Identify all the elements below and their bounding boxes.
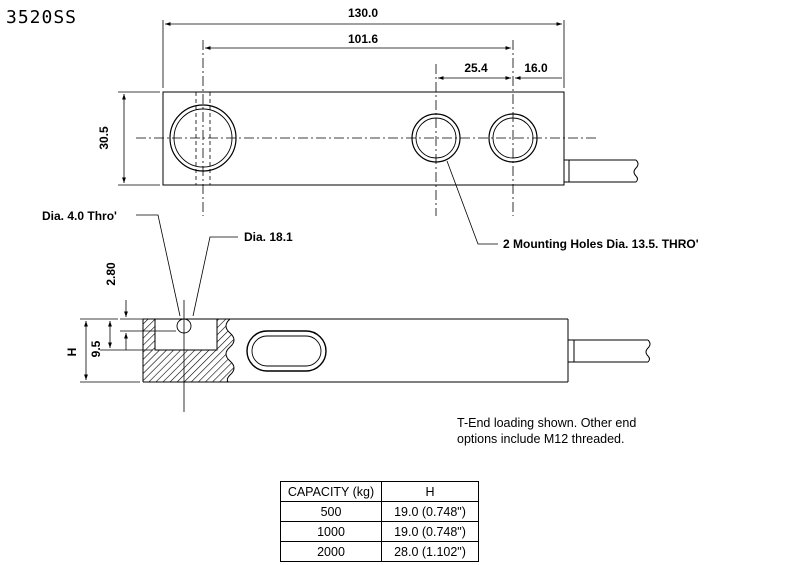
header-capacity: CAPACITY (kg) bbox=[280, 481, 382, 502]
table-row: 2000 28.0 (1.102") bbox=[280, 541, 479, 562]
h-cell: 28.0 (1.102") bbox=[381, 541, 479, 562]
mounting-holes-label: 2 Mounting Holes Dia. 13.5. THRO' bbox=[503, 237, 699, 251]
bore-label: Dia. 18.1 bbox=[244, 230, 293, 244]
capacity-cell: 1000 bbox=[280, 521, 382, 542]
dim-height: 30.5 bbox=[97, 126, 111, 150]
table-row: 500 19.0 (0.748") bbox=[280, 501, 479, 522]
header-h: H bbox=[381, 481, 479, 502]
drawing-title: 3520SS bbox=[6, 7, 77, 28]
capacity-cell: 2000 bbox=[280, 541, 382, 562]
dim-hole-pitch: 25.4 bbox=[464, 61, 488, 75]
dim-end-offset: 16.0 bbox=[524, 61, 548, 75]
dim-depth-section: 9.5 bbox=[89, 340, 103, 357]
h-cell: 19.0 (0.748") bbox=[381, 521, 479, 542]
table-header-row: CAPACITY (kg) H bbox=[280, 481, 479, 502]
side-view bbox=[80, 214, 651, 412]
dim-hole-span: 101.6 bbox=[348, 32, 378, 46]
dim-overall-length: 130.0 bbox=[348, 6, 378, 20]
thro-hole-label: Dia. 4.0 Thro' bbox=[42, 209, 117, 223]
capacity-table: CAPACITY (kg) H 500 19.0 (0.748") 1000 1… bbox=[280, 481, 479, 562]
dim-depth: 2.80 bbox=[104, 262, 118, 286]
mounting-holes-leader bbox=[446, 160, 498, 245]
capacity-cell: 500 bbox=[280, 501, 382, 522]
h-cell: 19.0 (0.748") bbox=[381, 501, 479, 522]
top-view bbox=[118, 20, 639, 216]
note-line-2: options include M12 threaded. bbox=[457, 432, 624, 446]
dim-h-symbol: H bbox=[65, 348, 79, 357]
note-line-1: T-End loading shown. Other end bbox=[457, 416, 636, 430]
table-row: 1000 19.0 (0.748") bbox=[280, 521, 479, 542]
